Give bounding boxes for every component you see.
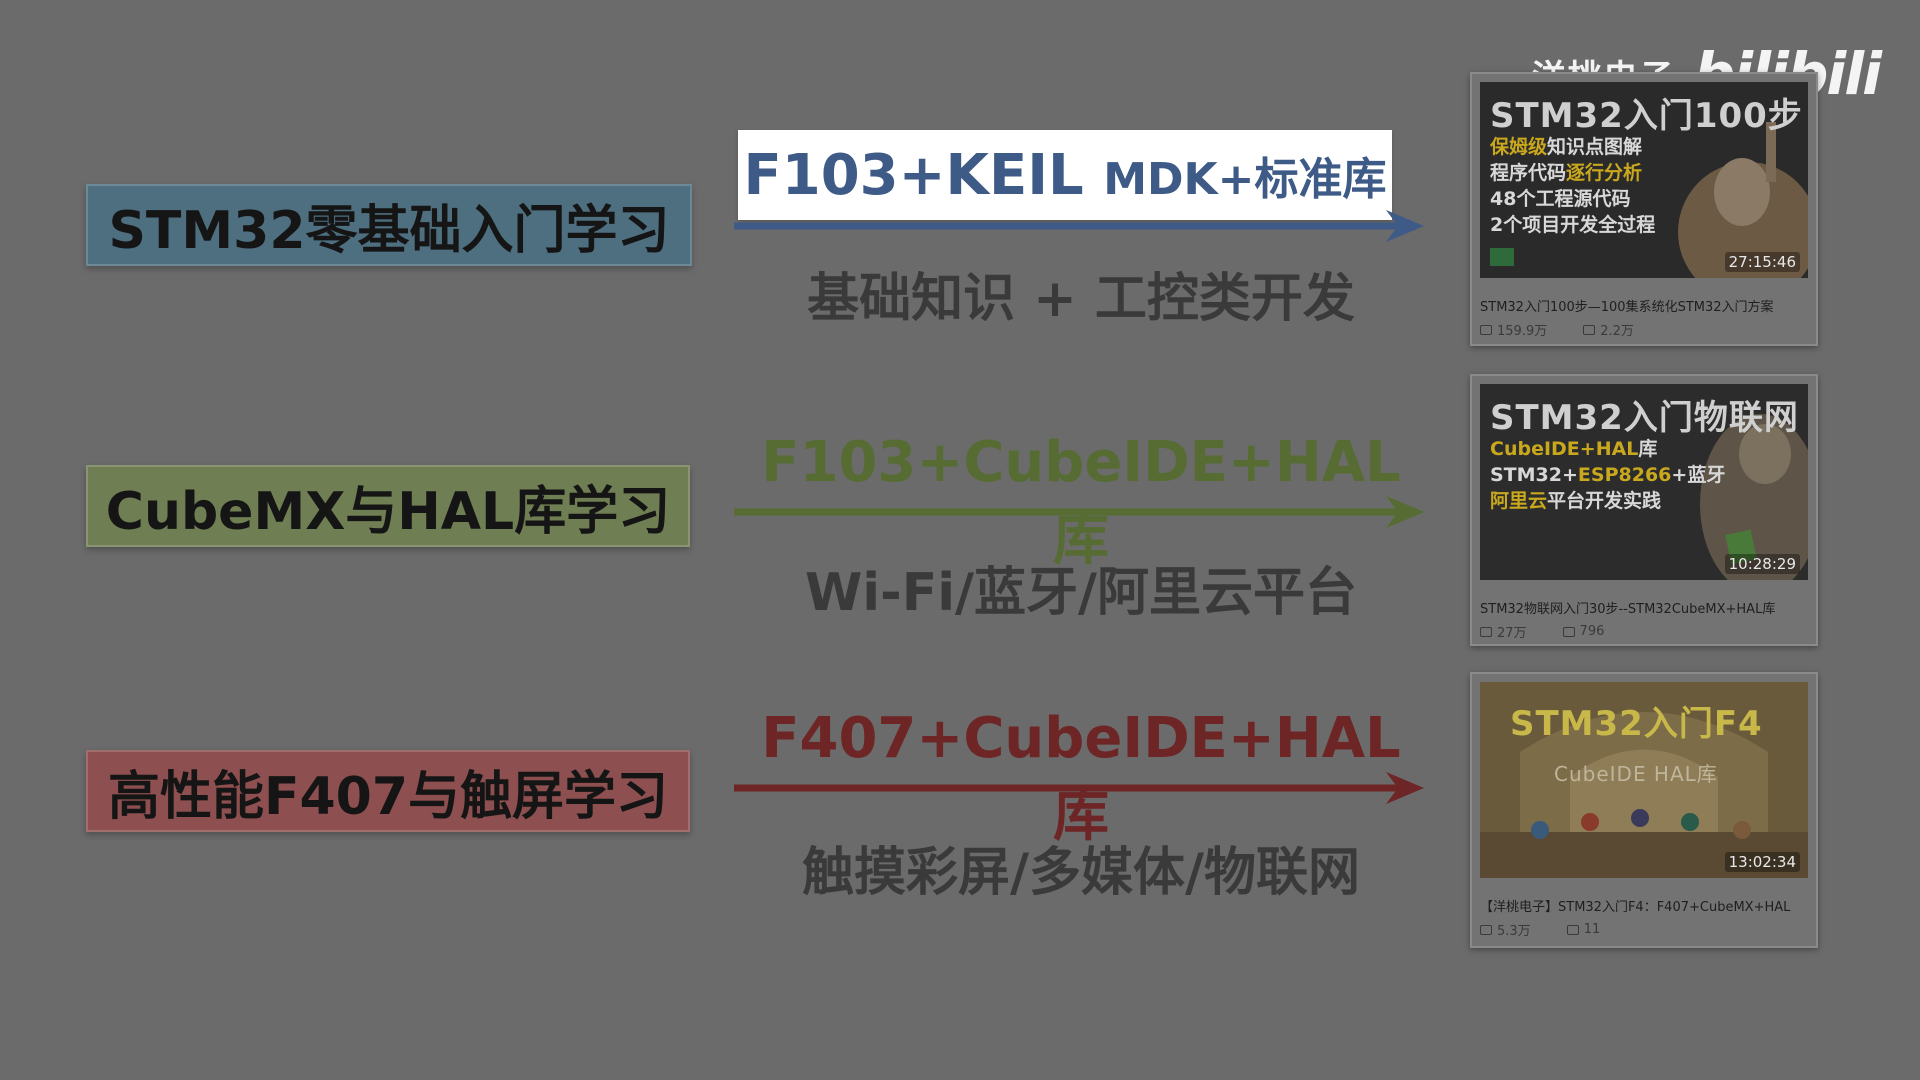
route-subtitle-basic: 基础知识 + 工控类开发	[807, 269, 1355, 329]
thumbnail-title: STM32入门100步	[1490, 96, 1803, 136]
comment-count-icon	[1562, 626, 1575, 637]
route-label-f407: 高性能F407与触屏学习	[86, 750, 690, 832]
video-card-100steps[interactable]: STM32入门100步 保姆级知识点图解 程序代码逐行分析 48个工程源代码 2…	[1470, 72, 1818, 346]
thumbnail-lines: 保姆级知识点图解 程序代码逐行分析 48个工程源代码 2个项目开发全过程	[1490, 136, 1656, 236]
play-count: 27万	[1497, 626, 1527, 641]
video-duration: 10:28:29	[1724, 554, 1800, 574]
route-title-basic-a: F103+KEIL	[743, 142, 1084, 208]
video-stats: 5.3万 11	[1480, 920, 1600, 939]
video-thumbnail[interactable]: STM32入门物联网 CubeIDE+HAL库 STM32+ESP8266+蓝牙…	[1480, 384, 1808, 580]
play-count-icon	[1480, 324, 1492, 335]
route-title-f407: F407+CubeIDE+HAL库	[761, 706, 1401, 849]
comment-count-icon	[1583, 324, 1596, 335]
route-subtitle-f407: 触摸彩屏/多媒体/物联网	[802, 843, 1360, 903]
video-stats: 159.9万 2.2万	[1480, 320, 1634, 339]
play-count-icon	[1480, 626, 1492, 637]
video-title[interactable]: STM32物联网入门30步--STM32CubeMX+HAL库	[1480, 602, 1776, 617]
statue-illustration	[1480, 82, 1808, 278]
video-title[interactable]: STM32入门100步—100集系统化STM32入门方案	[1480, 300, 1774, 315]
play-count: 5.3万	[1497, 924, 1531, 939]
video-duration: 13:02:34	[1724, 852, 1800, 872]
route-title-basic: F103+KEIL MDK+标准库	[738, 130, 1392, 220]
route-title-hal: F103+CubeIDE+HAL库	[761, 430, 1401, 573]
video-card-iot[interactable]: STM32入门物联网 CubeIDE+HAL库 STM32+ESP8266+蓝牙…	[1470, 374, 1818, 646]
play-count-icon	[1480, 924, 1492, 935]
comment-count: 11	[1583, 922, 1601, 937]
arrow-basic	[734, 210, 1424, 242]
play-count: 159.9万	[1497, 324, 1548, 339]
route-title-basic-b: MDK+标准库	[1103, 154, 1387, 205]
video-stats: 27万 796	[1480, 622, 1604, 641]
thumbnail-title: STM32入门物联网	[1490, 398, 1799, 438]
comment-count-icon	[1566, 924, 1579, 935]
video-thumbnail[interactable]: STM32入门F4 CubeIDE HAL库 13:02:34	[1480, 682, 1808, 878]
fresco-illustration	[1480, 682, 1808, 878]
video-card-f4[interactable]: STM32入门F4 CubeIDE HAL库 13:02:34 【洋桃电子】ST…	[1470, 672, 1818, 948]
route-label-basic: STM32零基础入门学习	[86, 184, 692, 266]
comment-count: 2.2万	[1600, 324, 1634, 339]
video-title[interactable]: 【洋桃电子】STM32入门F4：F407+CubeMX+HAL	[1480, 900, 1791, 915]
arrow-f407	[734, 772, 1424, 804]
route-label-hal: CubeMX与HAL库学习	[86, 465, 690, 547]
video-thumbnail[interactable]: STM32入门100步 保姆级知识点图解 程序代码逐行分析 48个工程源代码 2…	[1480, 82, 1808, 278]
route-subtitle-hal: Wi-Fi/蓝牙/阿里云平台	[804, 563, 1358, 623]
thumbnail-lines: CubeIDE+HAL库 STM32+ESP8266+蓝牙 阿里云平台开发实践	[1490, 438, 1726, 512]
arrow-hal	[734, 496, 1424, 528]
thumbnail-subtitle: CubeIDE HAL库	[1554, 762, 1718, 786]
video-duration: 27:15:46	[1724, 252, 1800, 272]
thumbnail-title: STM32入门F4	[1510, 704, 1763, 744]
comment-count: 796	[1579, 624, 1605, 639]
statue-illustration	[1480, 384, 1808, 580]
